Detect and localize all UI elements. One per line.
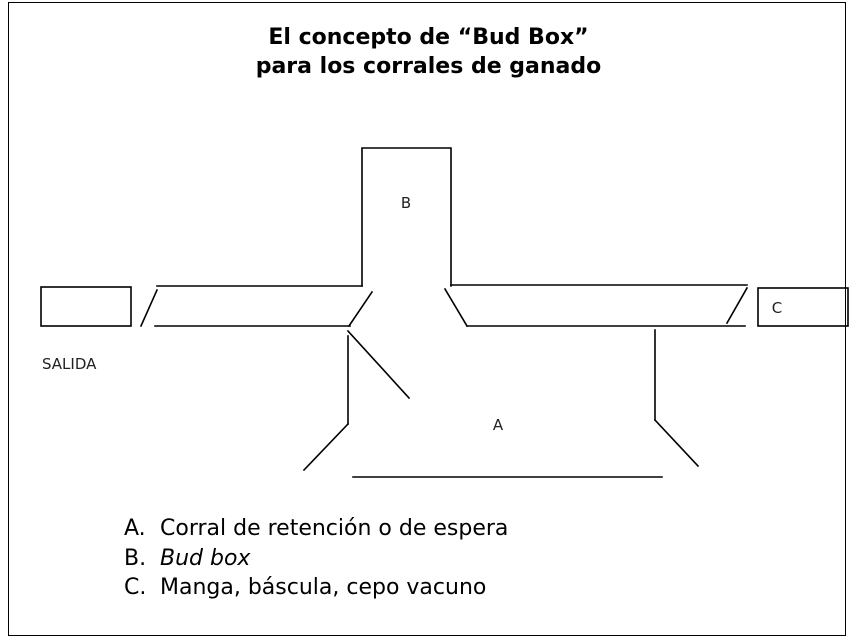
- pen-right-diagonal: [653, 418, 700, 468]
- label-c: C: [772, 299, 782, 317]
- exit-gate-line: [139, 288, 159, 328]
- legend-text: Corral de retención o de espera: [160, 516, 509, 541]
- left-alley-gate: [347, 290, 374, 328]
- label-a: A: [493, 416, 504, 434]
- label-exit: SALIDA: [42, 355, 97, 373]
- legend-text: Manga, báscula, cepo vacuno: [160, 575, 487, 600]
- legend-list: A. Corral de retención o de espera B. Bu…: [124, 514, 508, 603]
- legend-item: A. Corral de retención o de espera: [124, 514, 508, 544]
- title-line-2: para los corrales de ganado: [255, 54, 602, 79]
- legend-letter: C.: [124, 575, 147, 600]
- legend-letter: A.: [124, 516, 146, 541]
- legend-item: B. Bud box: [124, 544, 508, 574]
- bud-box-walls: [361, 147, 452, 287]
- chute-gate-line: [725, 286, 749, 325]
- legend-item: C. Manga, báscula, cepo vacuno: [124, 573, 508, 603]
- right-alley-gate: [443, 287, 469, 328]
- label-b: B: [401, 194, 411, 212]
- swing-gate-line: [346, 329, 411, 400]
- exit-box: [40, 286, 132, 327]
- pen-left-diagonal: [302, 422, 350, 472]
- legend-text: Bud box: [160, 545, 251, 571]
- title-line-1: El concepto de “Bud Box”: [268, 25, 589, 50]
- figure-frame: [8, 2, 846, 636]
- figure-title: El concepto de “Bud Box” para los corral…: [0, 23, 857, 81]
- legend-letter: B.: [124, 545, 147, 571]
- chute-box: [757, 287, 849, 327]
